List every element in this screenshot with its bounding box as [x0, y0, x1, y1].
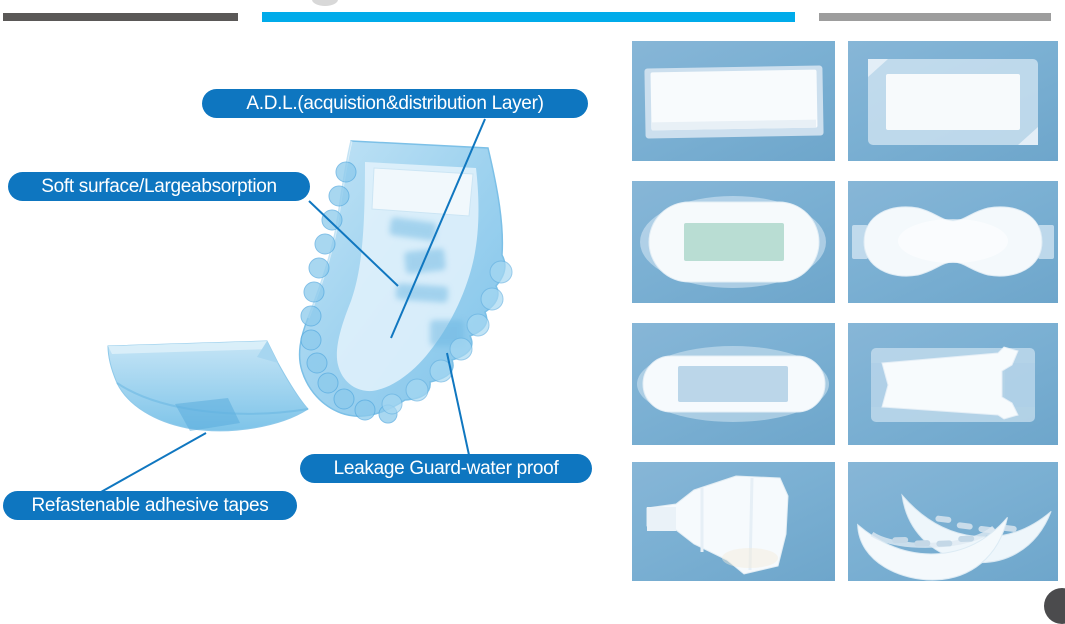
gallery-photo-bordered-underpad — [848, 41, 1058, 161]
gallery-photo-notched-insert-pad — [848, 323, 1058, 445]
callout-pill-soft-surface: Soft surface/Largeabsorption — [8, 172, 310, 201]
gallery-photo-belted-shield-pad — [632, 462, 835, 581]
cropped-logo-mark — [312, 0, 338, 6]
top-bar-gray — [819, 13, 1051, 21]
callout-pill-adhesive-tapes: Refastenable adhesive tapes — [3, 491, 297, 520]
gallery-photo-rectangular-underpad — [632, 41, 835, 161]
pad-wing — [107, 340, 309, 432]
page-indicator-dot — [1044, 588, 1065, 624]
callout-pill-leakage-guard: Leakage Guard-water proof — [300, 454, 592, 483]
gallery-photo-long-pad-blue-core — [632, 323, 835, 445]
pad-illustration — [107, 140, 513, 432]
gallery-photo-contoured-pad — [848, 181, 1058, 303]
gallery-photo-curved-booster-pads — [848, 462, 1058, 581]
gallery-photo-oval-pad-green-core — [632, 181, 835, 303]
top-bar-dark — [3, 13, 238, 21]
tape-landing-zone — [175, 398, 240, 431]
top-bar-blue — [262, 12, 795, 22]
callout-pill-adl: A.D.L.(acquistion&distribution Layer) — [202, 89, 588, 118]
